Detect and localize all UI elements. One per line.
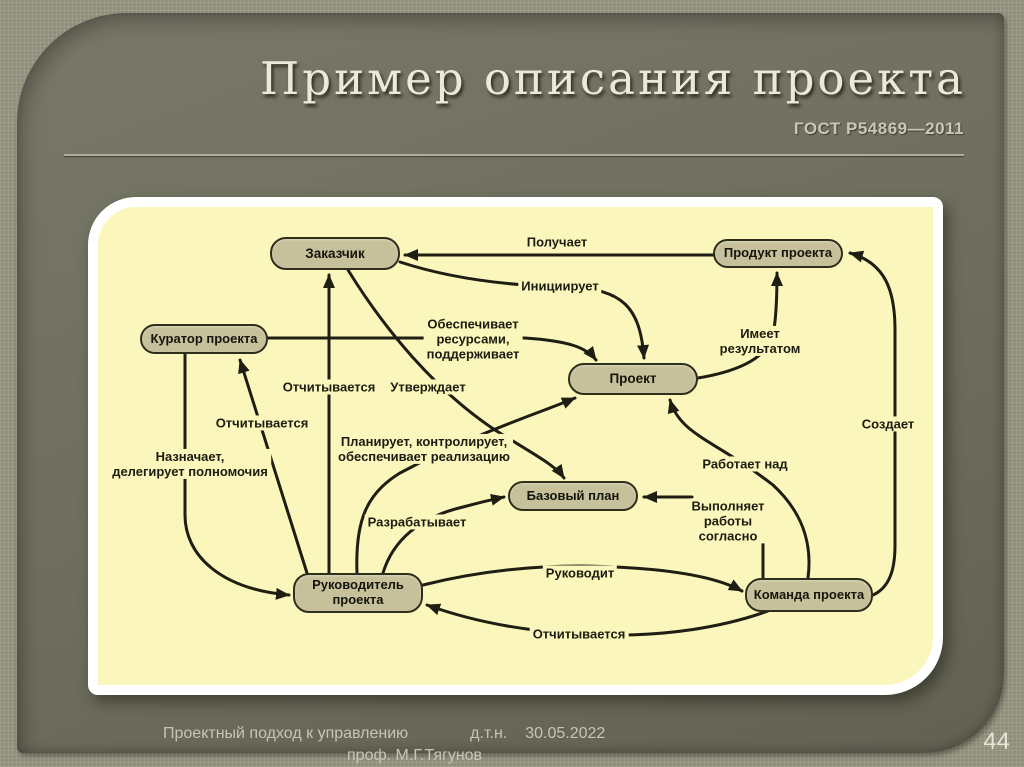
footer-course: Проектный подход к управлению xyxy=(163,725,409,742)
edge-label-iniciiruet: Инициирует xyxy=(518,278,602,294)
edge-label-otchityvaetsya-zakazchiku: Отчитывается xyxy=(279,379,379,395)
slide-footer: Проектный подход к управлению д.т.н. 30.… xyxy=(163,725,605,743)
node-produkt-proekta: Продукт проекта xyxy=(713,239,843,268)
edge-label-planiruet: Планирует, контролирует, обеспечивает ре… xyxy=(335,433,513,465)
node-komanda-proekta: Команда проекта xyxy=(745,578,873,612)
edge-label-vypolnyaet: Выполняет работы согласно xyxy=(688,498,768,544)
edge-label-poluchaet: Получает xyxy=(523,234,591,250)
edge-label-utverzhdaet: Утверждает xyxy=(387,379,469,395)
edge-label-rukovodit: Руководит xyxy=(542,565,618,581)
arrow-obespechivaet xyxy=(266,336,598,362)
arrow-razrabatyvaet xyxy=(381,493,506,575)
footer-author: проф. М.Г.Тягунов xyxy=(347,747,483,764)
edge-label-otchityvaetsya-kuratoru: Отчитывается xyxy=(212,415,312,431)
edge-label-razrabatyvaet: Разрабатывает xyxy=(364,514,470,530)
arrow-naznachaet xyxy=(183,352,291,600)
arrow-utverzhdaet xyxy=(346,268,566,480)
edge-label-naznachaet: Назначает, делегирует полномочия xyxy=(109,448,271,480)
edge-label-imeet-rezultatom: Имеет результатом xyxy=(716,325,804,357)
page-number: 44 xyxy=(983,728,1010,755)
edge-label-rabotaet-nad: Работает над xyxy=(699,456,791,472)
node-bazovyi-plan: Базовый план xyxy=(508,481,638,511)
arrow-rabotaet-nad xyxy=(667,398,811,580)
edge-label-otchityvaetsya-rukovoditelyu: Отчитывается xyxy=(529,626,629,642)
edge-label-obespechivaet: Обеспечивает ресурсами, поддерживает xyxy=(423,316,523,362)
edge-label-sozdaet: Создает xyxy=(858,416,918,432)
footer-degree: д.т.н. xyxy=(470,725,508,742)
node-kurator-proekta: Куратор проекта xyxy=(140,324,268,354)
node-zakazchik: Заказчик xyxy=(270,237,400,270)
diagram-arrows xyxy=(183,249,897,637)
slide-title: Пример описания проекта xyxy=(260,52,966,105)
arrow-sozdaet xyxy=(848,250,897,597)
arrow-otchityvaetsya-kuratoru xyxy=(238,358,309,575)
arrow-planiruet xyxy=(355,396,577,575)
node-proekt: Проект xyxy=(568,363,698,395)
slide-subtitle: ГОСТ Р54869—2011 xyxy=(793,119,964,138)
diagram-card: Получает Инициирует Обеспечивает ресурса… xyxy=(88,197,943,695)
footer-date: 30.05.2022 xyxy=(525,725,606,742)
title-divider xyxy=(64,154,964,156)
node-rukovoditel-proekta: Руководитель проекта xyxy=(293,573,423,613)
